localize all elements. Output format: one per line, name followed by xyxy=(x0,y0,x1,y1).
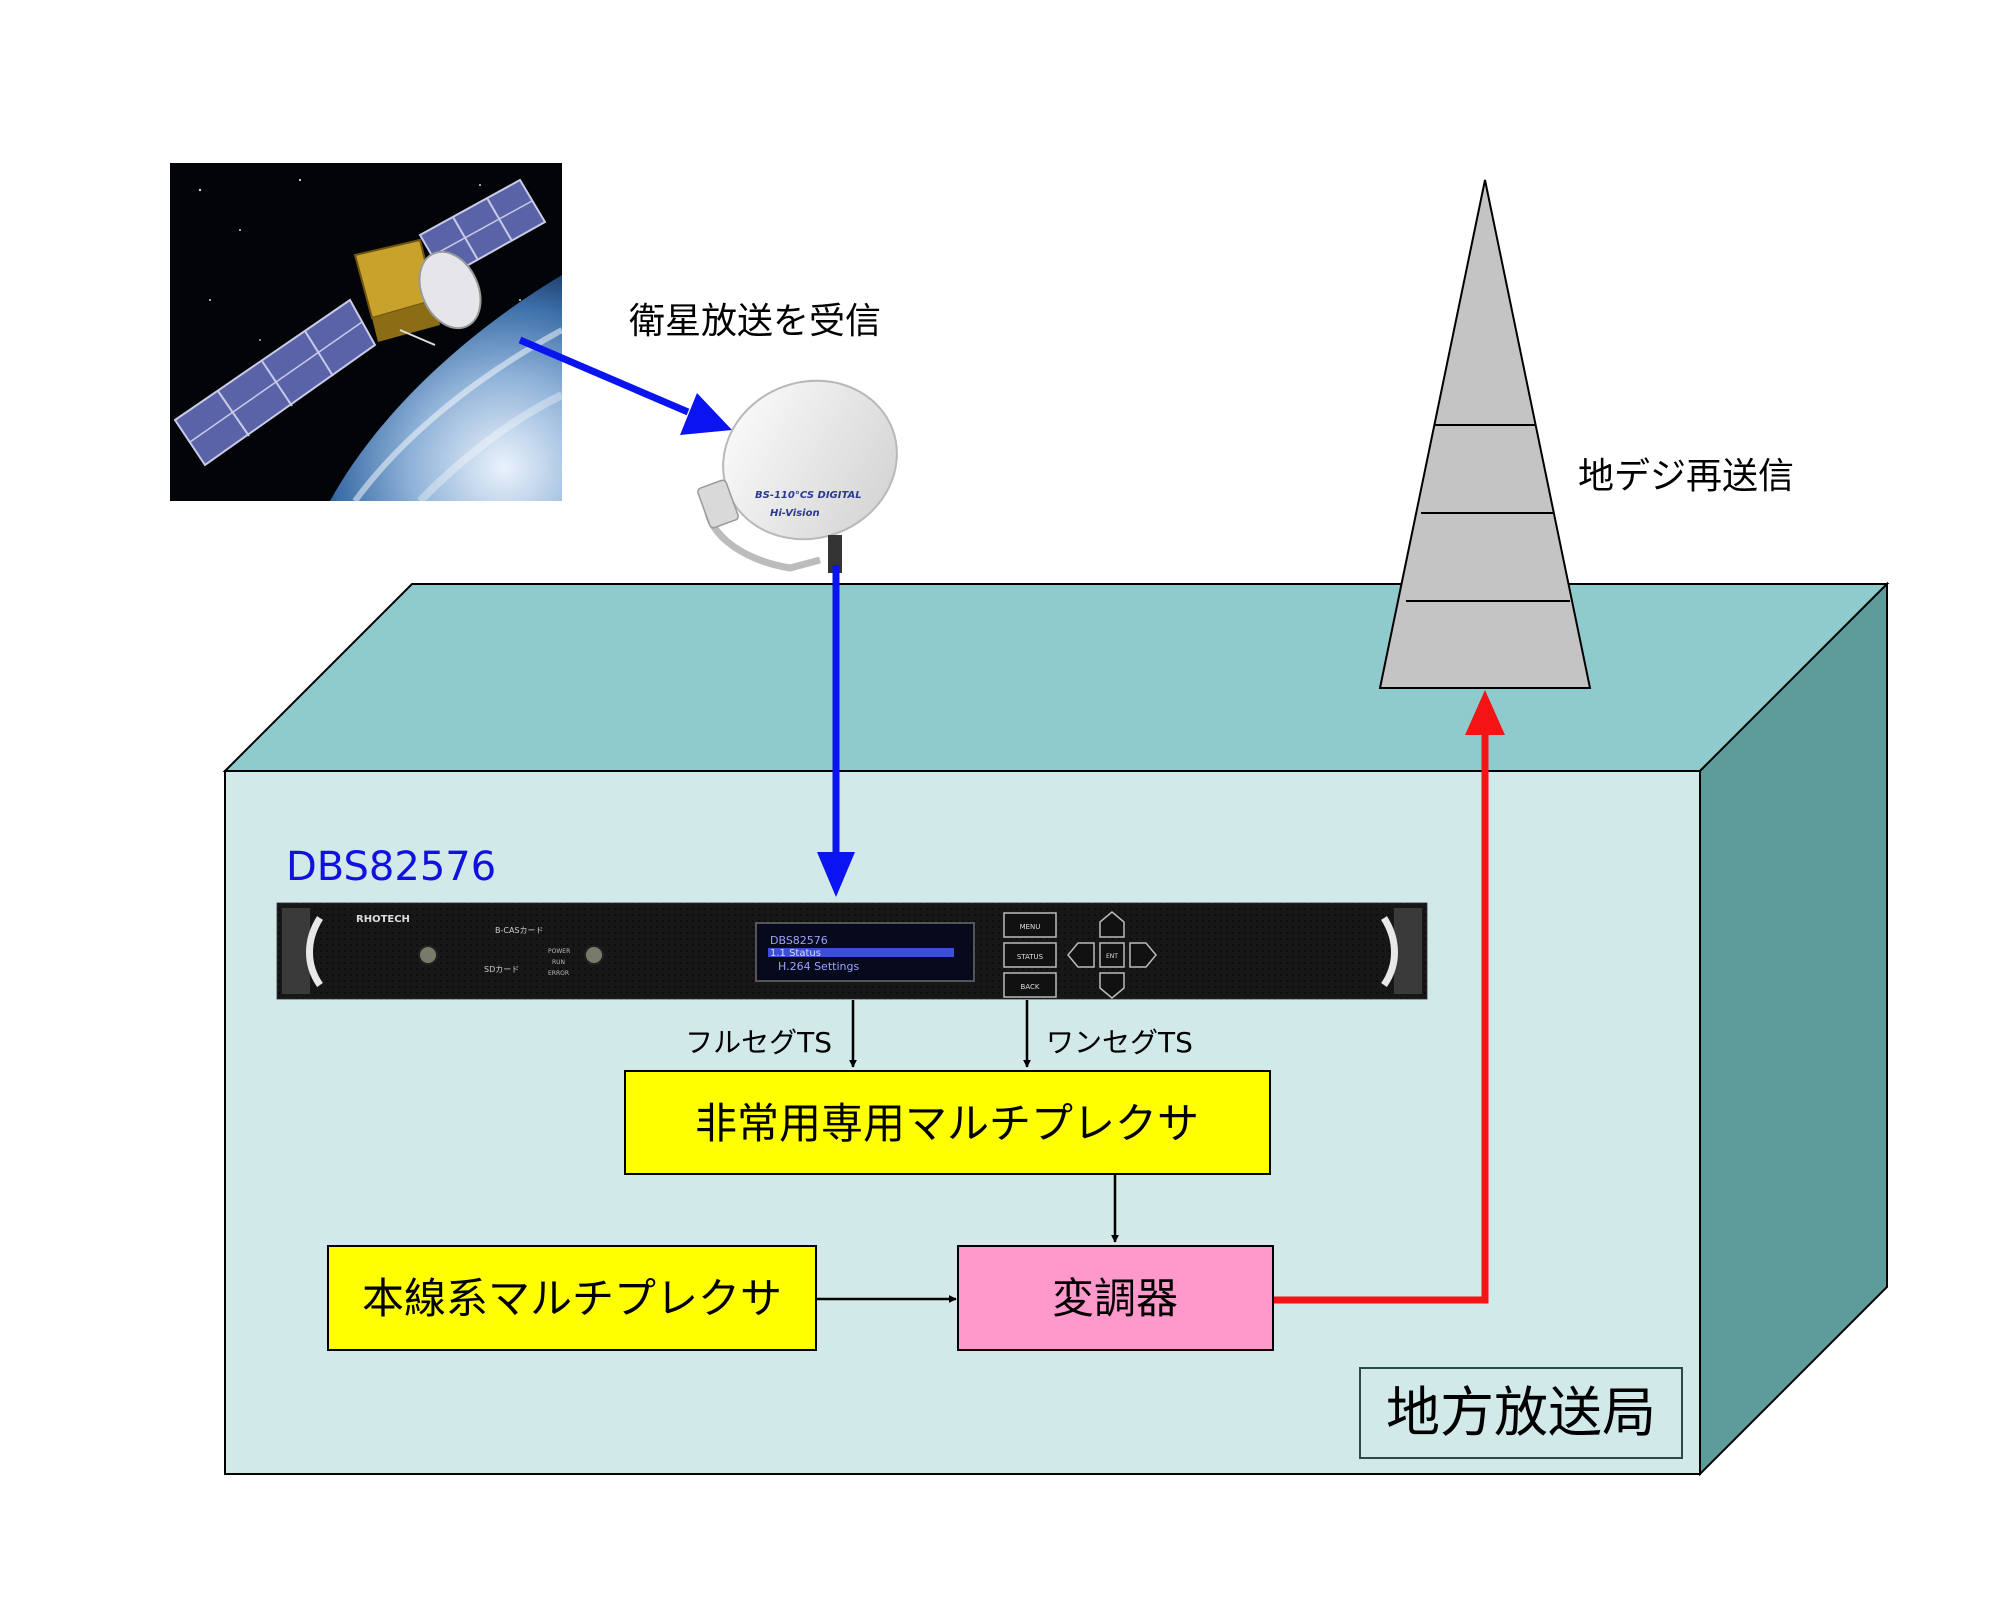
broadcast-tower-icon xyxy=(1378,179,1592,689)
local-station-label-box xyxy=(1359,1367,1683,1459)
svg-text:BACK: BACK xyxy=(1021,983,1040,991)
satellite-icon xyxy=(173,178,547,467)
transmit-output-arrow xyxy=(1274,690,1505,1304)
main-mux-box xyxy=(327,1245,817,1351)
svg-text:ENT: ENT xyxy=(1106,953,1118,960)
svg-text:MENU: MENU xyxy=(1020,923,1041,931)
emergency-mux-box xyxy=(624,1070,1271,1175)
satellite-image xyxy=(170,163,564,504)
right-arrow-button[interactable] xyxy=(1129,942,1157,968)
device-logo: RHOTECH xyxy=(356,914,410,925)
receiver-input-arrow xyxy=(817,565,855,897)
modulator-label: 変調器 xyxy=(1052,1274,1178,1323)
enter-button[interactable]: ENT xyxy=(1099,942,1125,968)
sd-slot-knob[interactable] xyxy=(584,945,604,965)
left-arrow-button[interactable] xyxy=(1067,942,1095,968)
up-arrow-button[interactable] xyxy=(1099,911,1125,938)
parabolic-antenna-icon: BS-110°CS DIGITAL Hi-Vision xyxy=(697,379,898,573)
terrestrial-retransmit-label: 地デジ再送信 xyxy=(1578,456,1794,497)
led-run-label: RUN xyxy=(552,959,565,966)
device-model-label: DBS82576 xyxy=(286,844,496,890)
local-station-label: 地方放送局 xyxy=(1386,1381,1656,1444)
back-button[interactable]: BACK xyxy=(1003,972,1057,998)
bcas-slot-knob[interactable] xyxy=(418,945,438,965)
lcd-line-2: 1.1 Status xyxy=(770,948,821,959)
building-top xyxy=(222,583,1890,772)
led-error-label: ERROR xyxy=(548,970,569,977)
lcd-line-3: H.264 Settings xyxy=(778,960,859,973)
earth-icon xyxy=(330,275,562,501)
one-seg-ts-label: ワンセグTS xyxy=(1046,1026,1193,1059)
status-button[interactable]: STATUS xyxy=(1003,942,1057,968)
led-power-label: POWER xyxy=(548,948,570,955)
modulator-box xyxy=(957,1245,1274,1351)
satellite-signal-arrow xyxy=(518,336,732,435)
bcas-slot-label: B-CASカード xyxy=(495,926,544,935)
dish-brand-text: BS-110°CS DIGITAL xyxy=(755,490,862,501)
down-arrow-button[interactable] xyxy=(1099,972,1125,999)
emergency-mux-label: 非常用専用マルチプレクサ xyxy=(695,1099,1199,1148)
svg-text:STATUS: STATUS xyxy=(1017,953,1044,961)
dbs82576-device: RHOTECH B-CASカード SDカード POWER RUN ERROR D… xyxy=(276,902,1428,1000)
main-mux-label: 本線系マルチプレクサ xyxy=(362,1274,782,1323)
dish-brand-subtext: Hi-Vision xyxy=(770,508,820,519)
lcd-line-1: DBS82576 xyxy=(770,934,828,947)
sd-slot-label: SDカード xyxy=(484,965,519,974)
satellite-receive-label: 衛星放送を受信 xyxy=(629,301,881,342)
full-seg-ts-label: フルセグTS xyxy=(685,1026,832,1059)
menu-button[interactable]: MENU xyxy=(1003,912,1057,938)
